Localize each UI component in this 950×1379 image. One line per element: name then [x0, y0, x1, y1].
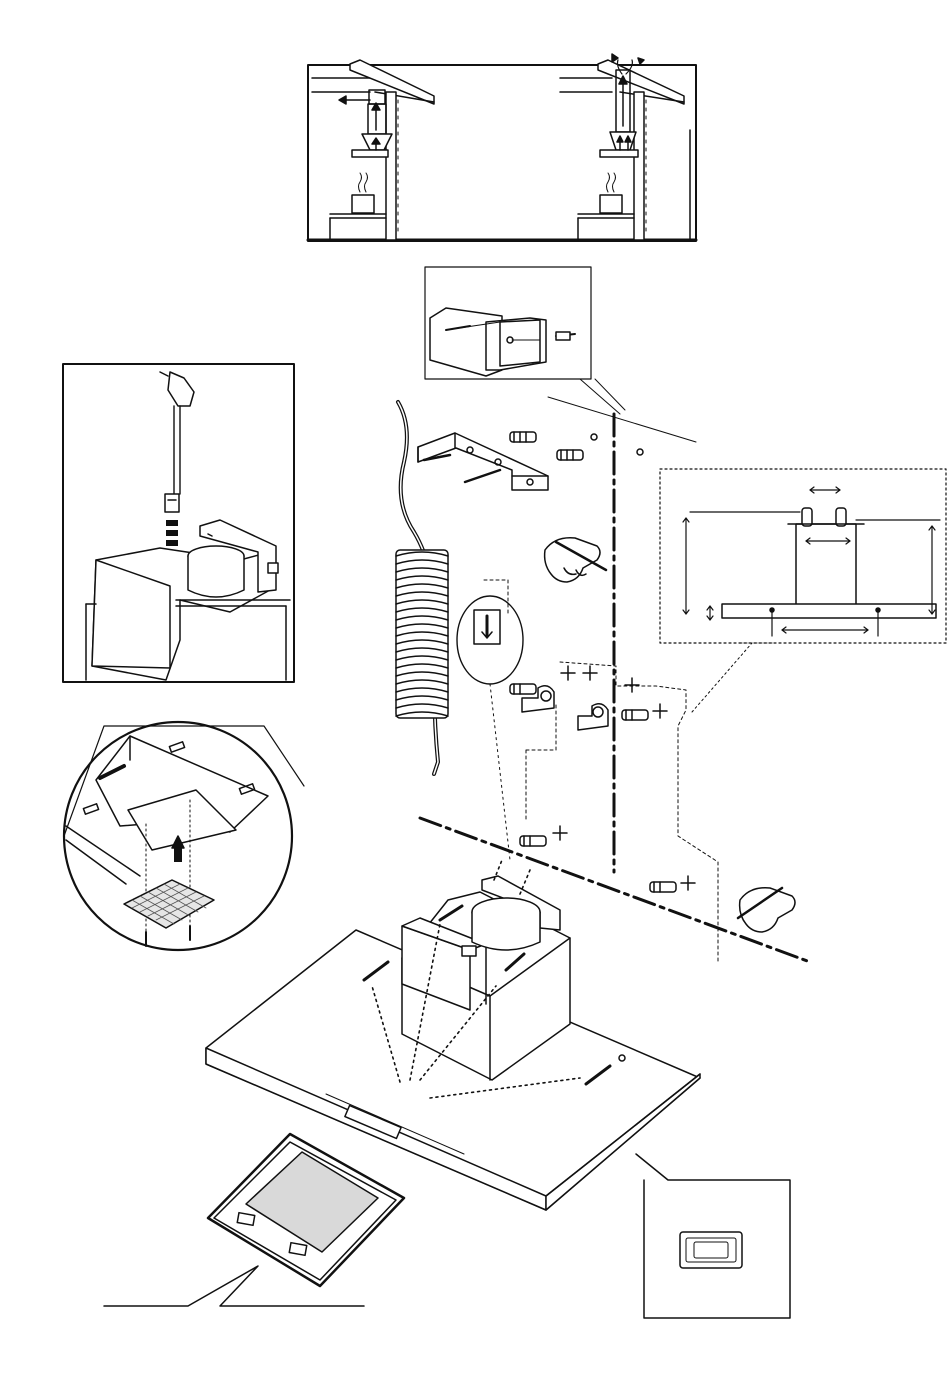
flexible-duct-hose: [396, 550, 448, 718]
control-button-detail-callout: [636, 1154, 790, 1318]
marking-hand-icon: [545, 538, 606, 582]
charcoal-filter-fitting-callout: [64, 722, 304, 950]
bracket-clip-detail: [457, 580, 523, 860]
bracket-dimensions-callout: [660, 469, 946, 712]
ducted-extraction-scene: [312, 60, 434, 240]
wall-edge-line: [548, 397, 696, 442]
top-wall-bracket: [418, 432, 643, 490]
power-cord-connection-callout: [63, 364, 294, 682]
grease-filter-callout: [104, 1134, 404, 1306]
wall-plug-detail-callout: [425, 267, 625, 414]
venting-modes-panel: [308, 54, 696, 241]
marking-hand-lower-icon: [738, 888, 795, 932]
recirculation-scene: [560, 54, 690, 240]
